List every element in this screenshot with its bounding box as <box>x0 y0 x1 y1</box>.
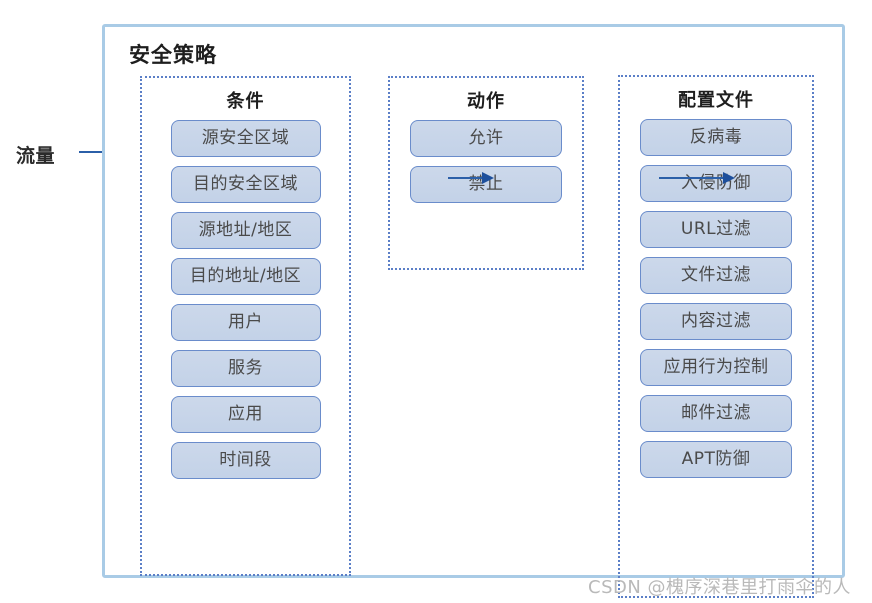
condition-item-list: 源安全区域 目的安全区域 源地址/地区 目的地址/地区 用户 服务 应用 时间段 <box>142 120 349 479</box>
policy-title: 安全策略 <box>129 43 217 67</box>
profile-item[interactable]: 应用行为控制 <box>640 349 792 386</box>
profile-item[interactable]: APT防御 <box>640 441 792 478</box>
condition-item[interactable]: 服务 <box>170 350 321 387</box>
condition-item[interactable]: 目的安全区域 <box>170 166 321 203</box>
traffic-label: 流量 <box>16 145 56 167</box>
profile-item[interactable]: 反病毒 <box>640 119 792 156</box>
condition-item[interactable]: 目的地址/地区 <box>170 258 321 295</box>
profile-item[interactable]: 入侵防御 <box>640 165 792 202</box>
condition-item[interactable]: 用户 <box>170 304 321 341</box>
security-policy-container: 安全策略 条件 源安全区域 目的安全区域 源地址/地区 目的地址/地区 用户 服… <box>102 24 845 598</box>
condition-item[interactable]: 源安全区域 <box>170 120 321 157</box>
action-item-list: 允许 禁止 <box>390 120 582 203</box>
profile-item-list: 反病毒 入侵防御 URL过滤 文件过滤 内容过滤 应用行为控制 邮件过滤 APT… <box>620 119 812 478</box>
action-item[interactable]: 允许 <box>410 120 562 157</box>
condition-item[interactable]: 应用 <box>170 396 321 433</box>
connector-condition-to-action-arrow-icon <box>448 172 494 184</box>
profile-item[interactable]: 内容过滤 <box>640 303 792 340</box>
group-profile: 配置文件 反病毒 入侵防御 URL过滤 文件过滤 内容过滤 应用行为控制 邮件过… <box>618 75 814 598</box>
condition-item[interactable]: 源地址/地区 <box>170 212 321 249</box>
profile-item[interactable]: 邮件过滤 <box>640 395 792 432</box>
group-condition: 条件 源安全区域 目的安全区域 源地址/地区 目的地址/地区 用户 服务 应用 … <box>140 76 351 576</box>
group-profile-title: 配置文件 <box>678 90 754 111</box>
action-item[interactable]: 禁止 <box>410 166 562 203</box>
connector-action-to-profile-arrow-icon <box>659 172 735 184</box>
profile-item[interactable]: 文件过滤 <box>640 257 792 294</box>
group-action: 动作 允许 禁止 <box>388 76 584 270</box>
condition-item[interactable]: 时间段 <box>170 442 321 479</box>
group-action-title: 动作 <box>467 91 505 112</box>
profile-item[interactable]: URL过滤 <box>640 211 792 248</box>
watermark: CSDN @槐序深巷里打雨伞的人 <box>588 577 852 598</box>
group-condition-title: 条件 <box>226 91 265 112</box>
